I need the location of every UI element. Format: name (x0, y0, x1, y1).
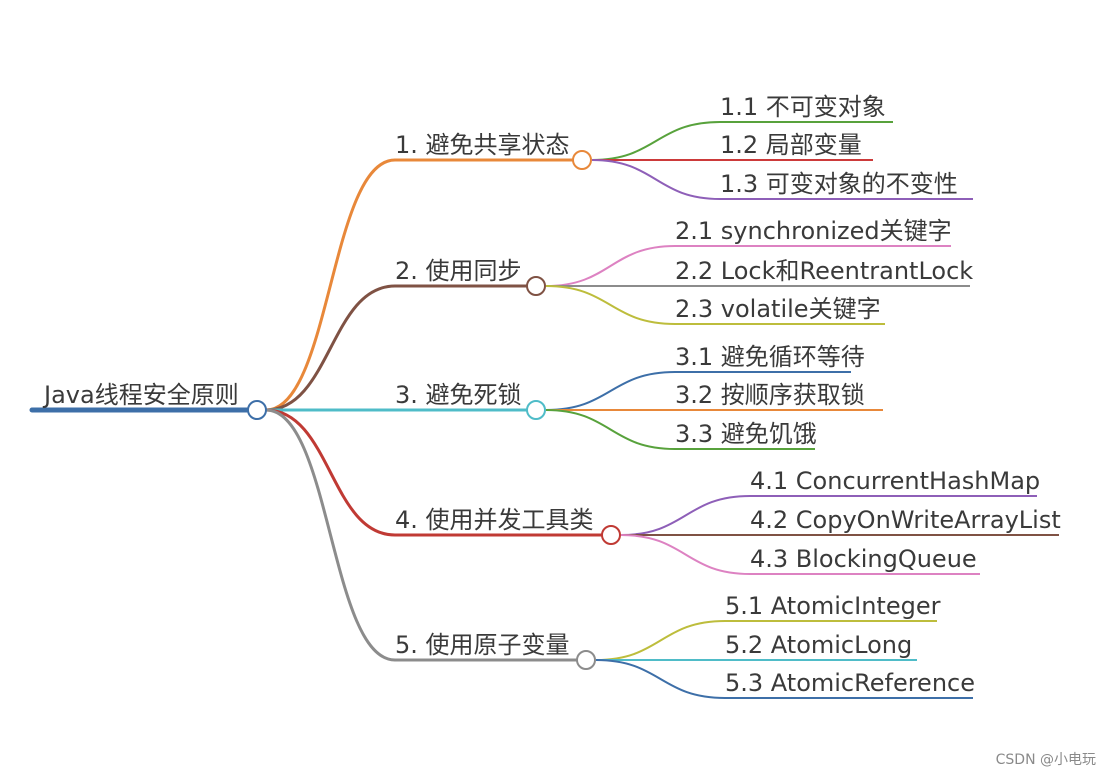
leaf-connector-2-3 (545, 285, 676, 325)
leaf-label-3-3: 3.3 避免饥饿 (675, 420, 817, 448)
branch-connector-4 (265, 408, 396, 537)
leaf-connector-2-1 (545, 245, 676, 287)
root-node[interactable] (247, 400, 267, 420)
leaf-label-3-2: 3.2 按顺序获取锁 (675, 381, 865, 409)
branch-label-4: 4. 使用并发工具类 (395, 506, 594, 534)
leaf-label-4-1: 4.1 ConcurrentHashMap (750, 467, 1040, 495)
branch-node-5[interactable] (576, 650, 596, 670)
node-layer (247, 150, 621, 670)
branch-connector-2 (265, 284, 396, 412)
leaf-label-2-1: 2.1 synchronized关键字 (675, 217, 952, 245)
leaf-label-4-2: 4.2 CopyOnWriteArrayList (750, 506, 1061, 534)
leaf-connector-3-3 (545, 409, 676, 450)
leaf-connector-4-1 (620, 495, 751, 536)
edge-layer (265, 121, 751, 699)
root-label: Java线程安全原则 (42, 381, 239, 409)
branch-label-2: 2. 使用同步 (395, 257, 522, 285)
branch-node-3[interactable] (526, 400, 546, 420)
branch-connector-1 (265, 158, 396, 412)
branch-label-3: 3. 避免死锁 (395, 381, 522, 409)
leaf-label-4-3: 4.3 BlockingQueue (750, 545, 977, 573)
leaf-label-2-3: 2.3 volatile关键字 (675, 295, 881, 323)
branch-node-1[interactable] (572, 150, 592, 170)
branch-connector-5 (265, 408, 396, 662)
leaf-connector-1-1 (591, 121, 721, 161)
leaf-connector-5-3 (595, 659, 726, 699)
leaf-label-1-1: 1.1 不可变对象 (720, 93, 886, 121)
leaf-label-5-1: 5.1 AtomicInteger (725, 592, 941, 620)
leaf-connector-3-1 (545, 371, 676, 411)
leaf-label-5-3: 5.3 AtomicReference (725, 669, 975, 697)
leaf-label-5-2: 5.2 AtomicLong (725, 631, 912, 659)
branch-node-2[interactable] (526, 276, 546, 296)
leaf-connector-4-3 (620, 534, 751, 575)
underline-layer (29, 121, 1059, 699)
leaf-connector-1-3 (591, 159, 721, 200)
leaf-label-1-3: 1.3 可变对象的不变性 (720, 170, 958, 198)
branch-node-4[interactable] (601, 525, 621, 545)
label-layer: Java线程安全原则 1. 避免共享状态 1.1 不可变对象 1.2 局部变量 1.3 … (42, 93, 1061, 697)
leaf-label-2-2: 2.2 Lock和ReentrantLock (675, 257, 973, 285)
branch-label-5: 5. 使用原子变量 (395, 631, 570, 659)
branch-label-1: 1. 避免共享状态 (395, 131, 570, 159)
leaf-connector-5-1 (595, 620, 726, 661)
leaf-label-1-2: 1.2 局部变量 (720, 131, 862, 159)
leaf-label-3-1: 3.1 避免循环等待 (675, 343, 865, 371)
watermark: CSDN @小电玩 (995, 752, 1096, 768)
